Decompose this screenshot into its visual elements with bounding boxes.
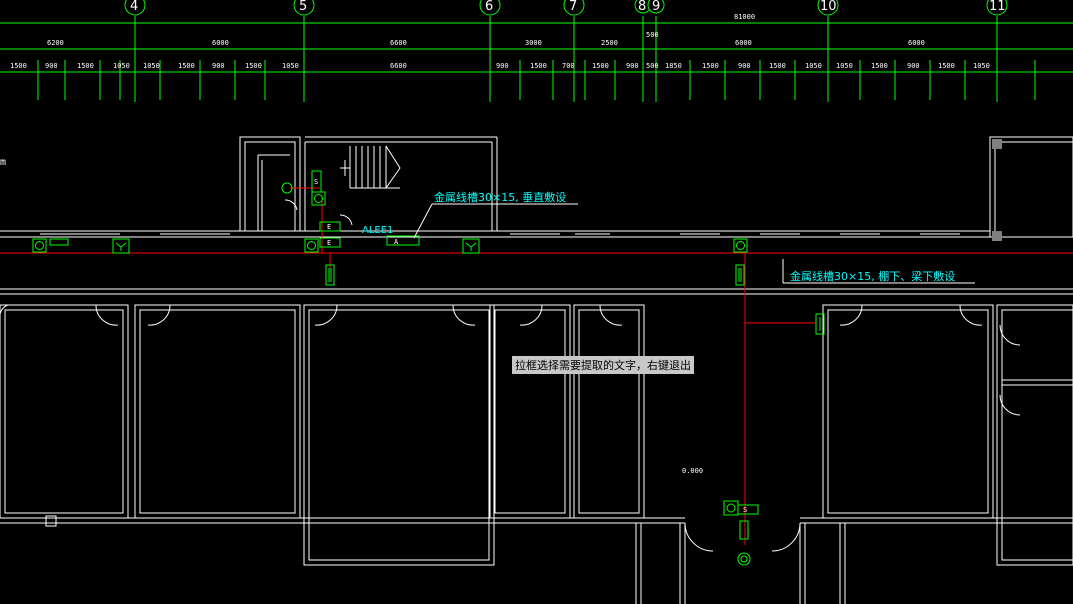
dim-r1-2: 6600 xyxy=(390,39,407,47)
axis-6-label: 6 xyxy=(485,0,493,14)
dimension-texts: 81000 6200 6000 6600 3000 2500 500 6000 … xyxy=(10,13,990,70)
dim-r2-17: 1500 xyxy=(702,62,719,70)
dim-r2-7: 1500 xyxy=(245,62,262,70)
dim-r2-1: 900 xyxy=(45,62,58,70)
tray-vertical-note: 金属线槽30×15, 垂直敷设 xyxy=(434,190,566,204)
command-tooltip: 拉框选择需要提取的文字，右键退出 xyxy=(512,356,694,374)
small-elevation-text: 0.000 xyxy=(682,467,703,475)
red-wiring xyxy=(0,187,1073,545)
dim-r2-25: 1050 xyxy=(973,62,990,70)
dim-r2-22: 1500 xyxy=(871,62,888,70)
dim-r2-14: 900 xyxy=(626,62,639,70)
dim-r2-12: 700 xyxy=(562,62,575,70)
dim-r2-19: 1500 xyxy=(769,62,786,70)
walls xyxy=(0,136,1073,604)
axis-8-label: 8 xyxy=(638,0,646,14)
axis-4-label: 4 xyxy=(130,0,138,14)
tray-ceiling-note: 金属线槽30×15, 棚下、梁下敷设 xyxy=(790,269,955,283)
dim-r2-9: 6600 xyxy=(390,62,407,70)
axis-bubbles xyxy=(124,0,1008,16)
dim-r2-24: 1500 xyxy=(938,62,955,70)
dim-r2-4: 1050 xyxy=(143,62,160,70)
dim-r2-16: 1850 xyxy=(665,62,682,70)
dim-r1-1: 6000 xyxy=(212,39,229,47)
axis-labels: 4 5 6 7 8 9 10 11 xyxy=(130,0,1006,14)
dim-r2-0: 1500 xyxy=(10,62,27,70)
devices xyxy=(32,170,825,566)
dim-r2-5: 1500 xyxy=(178,62,195,70)
box-s1-label: S xyxy=(314,178,318,186)
dim-r2-10: 900 xyxy=(496,62,509,70)
dim-r2-3: 1050 xyxy=(113,62,130,70)
axis-10-label: 10 xyxy=(820,0,837,14)
dim-r1-3: 3000 xyxy=(525,39,542,47)
dim-r1-4: 2500 xyxy=(601,39,618,47)
axis-9-label: 9 xyxy=(652,0,660,14)
axis-grid xyxy=(0,16,1073,102)
axis-5-label: 5 xyxy=(299,0,307,14)
columns xyxy=(992,139,1002,241)
dim-r2-18: 900 xyxy=(738,62,751,70)
dim-total: 81000 xyxy=(734,13,755,21)
dim-r2-15: 500 xyxy=(646,62,659,70)
dim-r2-6: 900 xyxy=(212,62,225,70)
panel-label: ALEE1 xyxy=(362,225,393,236)
leaders xyxy=(413,203,975,284)
box-s2-label: S xyxy=(743,506,747,514)
dim-r1-7: 6000 xyxy=(908,39,925,47)
dim-r1-0: 6200 xyxy=(47,39,64,47)
dim-r2-2: 1500 xyxy=(77,62,94,70)
left-mark: m xyxy=(0,157,6,168)
dim-r2-20: 1050 xyxy=(805,62,822,70)
axis-7-label: 7 xyxy=(569,0,577,14)
box-a-label: A xyxy=(394,238,399,246)
dim-r1-5: 500 xyxy=(646,31,659,39)
box-e2-label: E xyxy=(327,239,331,247)
dim-r2-23: 900 xyxy=(907,62,920,70)
doors xyxy=(0,199,1021,552)
dim-r2-13: 1500 xyxy=(592,62,609,70)
dim-r1-6: 6000 xyxy=(735,39,752,47)
dim-r2-8: 1050 xyxy=(282,62,299,70)
axis-11-label: 11 xyxy=(989,0,1006,14)
box-e1-label: E xyxy=(327,223,331,231)
dim-r2-11: 1500 xyxy=(530,62,547,70)
dim-r2-21: 1050 xyxy=(836,62,853,70)
